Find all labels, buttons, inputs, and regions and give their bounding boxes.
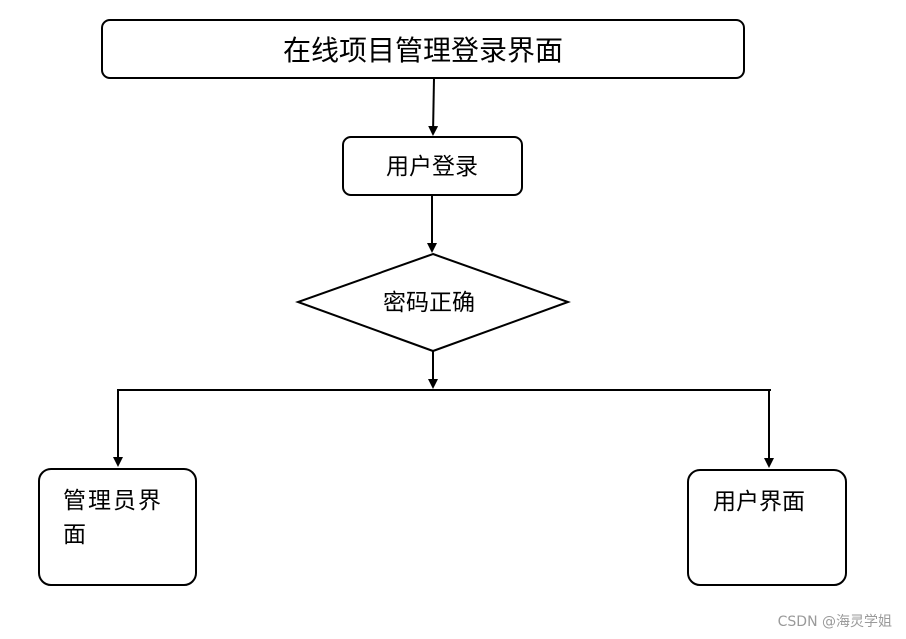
decision-node-label: 密码正确 (383, 290, 475, 316)
login-node-label: 用户登录 (386, 154, 478, 180)
admin-interface-node: 管理员界 面 (38, 468, 197, 586)
user-interface-node: 用户界面 (687, 469, 847, 586)
user-node-label: 用户界面 (713, 489, 805, 515)
login-node: 用户登录 (342, 136, 523, 196)
password-decision-node: 密码正确 (295, 252, 571, 353)
title-node-label: 在线项目管理登录界面 (283, 34, 563, 67)
watermark: CSDN @海灵学姐 (777, 614, 892, 630)
admin-node-label-line2: 面 (63, 522, 86, 548)
arrow-title-to-login (428, 77, 439, 136)
title-node: 在线项目管理登录界面 (101, 19, 745, 79)
admin-node-label-line1: 管理员界 (63, 488, 163, 514)
